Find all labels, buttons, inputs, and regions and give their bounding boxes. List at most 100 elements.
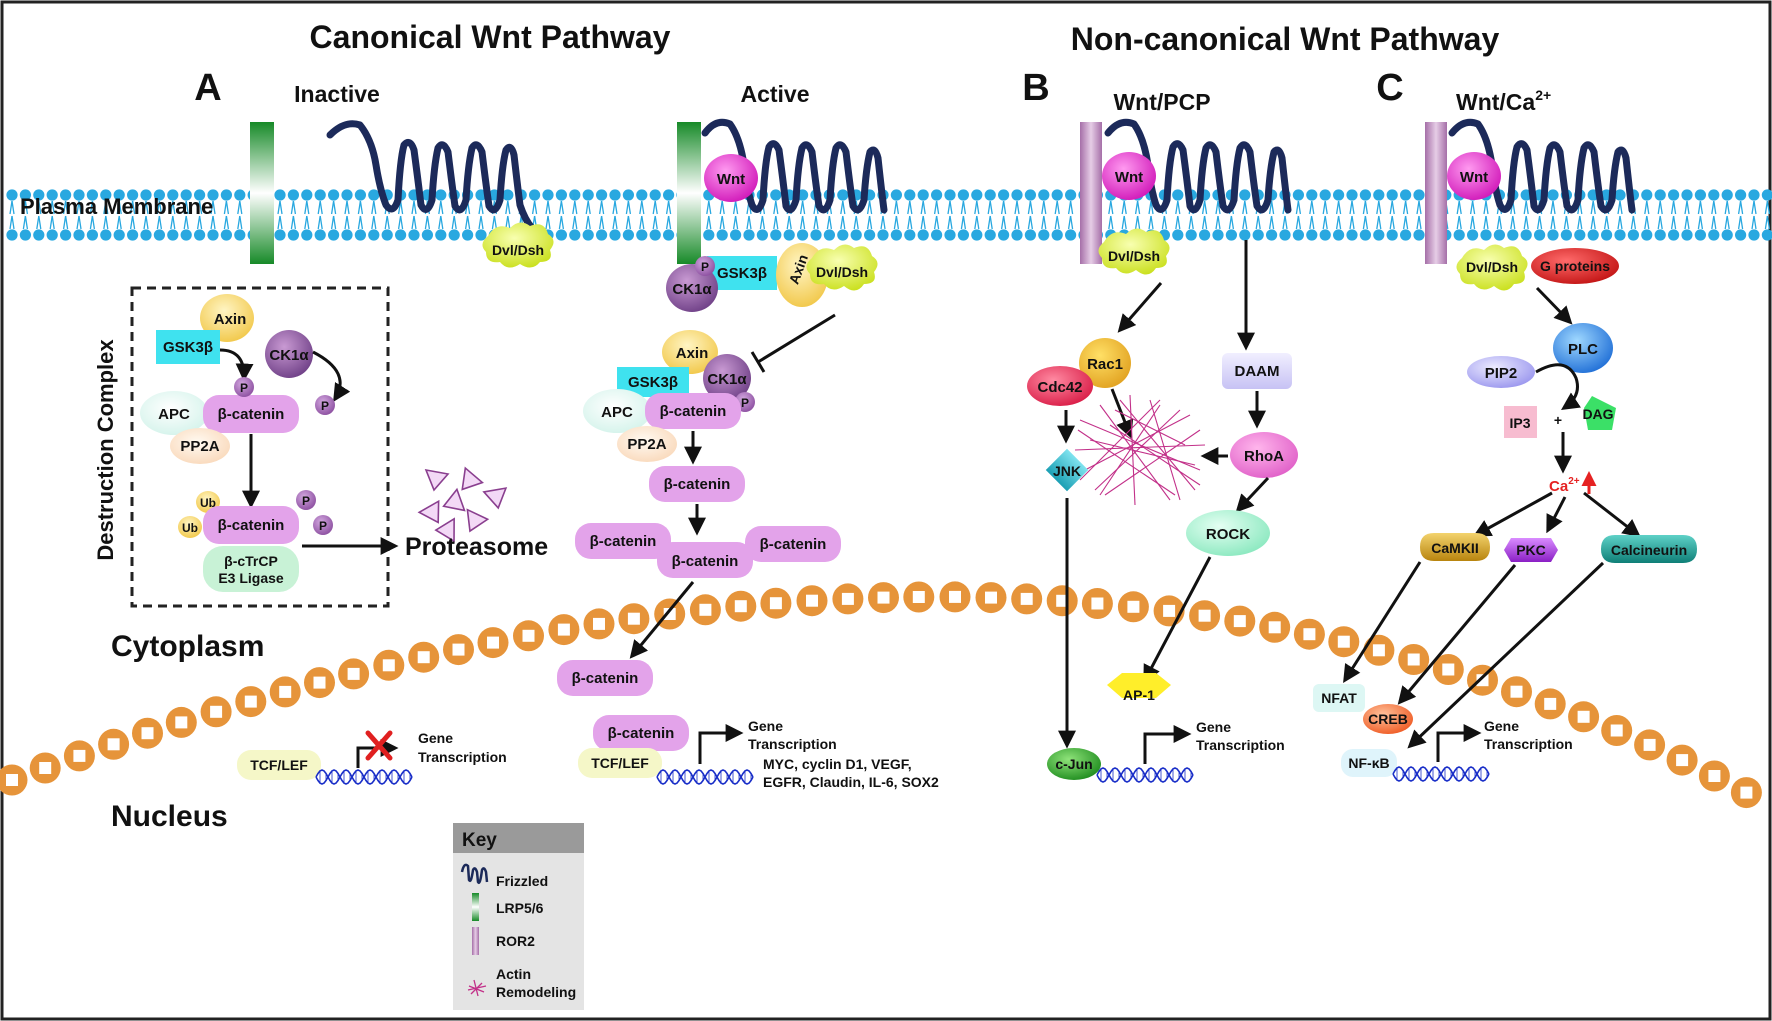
lipid-tail <box>386 215 390 230</box>
lipid-tail <box>799 200 804 215</box>
lipid-tail <box>667 215 672 230</box>
panel-letter-b: B <box>1022 67 1049 109</box>
lipid-tail <box>721 200 725 215</box>
panel-letter-c: C <box>1376 67 1403 109</box>
lipid-tail <box>895 200 900 215</box>
lipid-tail <box>1364 200 1369 215</box>
lipid-head <box>167 189 179 201</box>
lipid-tail <box>574 200 578 215</box>
lipid-head <box>314 189 326 201</box>
lipid-tail <box>734 200 739 215</box>
lipid-head <box>1333 189 1345 201</box>
lipid-head <box>1694 229 1706 241</box>
lipid-tail <box>1686 215 1690 230</box>
lipid-head <box>502 189 514 201</box>
ca-to-calcineurin-arrow <box>1583 491 1641 538</box>
canonical-title: Canonical Wnt Pathway <box>310 19 671 55</box>
nuclear-pore <box>1233 615 1246 628</box>
lipid-tail <box>158 215 163 230</box>
lipid-head <box>1467 229 1479 241</box>
proteasome-label: Proteasome <box>405 533 548 561</box>
lipid-tail <box>719 200 723 215</box>
lipid-head <box>1172 229 1184 241</box>
lipid-tail <box>411 215 415 230</box>
lipid-tail <box>558 200 563 215</box>
lipid-tail <box>801 215 806 230</box>
bcatenin-pool-left <box>575 523 671 559</box>
phospho-4-label: P <box>319 519 327 533</box>
lipid-tail <box>1538 215 1543 230</box>
lipid-head <box>1668 189 1680 201</box>
lipid-tail <box>598 200 603 215</box>
lipid-head <box>73 189 85 201</box>
lipid-tail <box>507 200 511 215</box>
lipid-head <box>1761 229 1772 241</box>
lipid-tail <box>1175 215 1179 230</box>
lipid-head <box>837 229 849 241</box>
lipid-tail <box>22 200 27 215</box>
lipid-head <box>1453 229 1465 241</box>
axin-active-label: Axin <box>676 345 709 362</box>
actin-filaments <box>1074 394 1206 506</box>
lipid-tail <box>1418 200 1422 215</box>
dvl-ca-label: Dvl/Dsh <box>1466 259 1518 275</box>
lipid-head <box>1400 229 1412 241</box>
bcatenin-active-complex <box>645 393 741 429</box>
lipid-tail <box>654 215 658 230</box>
lipid-tail <box>290 215 295 230</box>
lipid-tail <box>1657 215 1661 230</box>
nuclear-pore <box>1442 663 1455 676</box>
lipid-tail <box>654 200 658 215</box>
lipid-head <box>1373 229 1385 241</box>
bcatenin-active-complex-label: β-catenin <box>660 403 727 420</box>
destruction-complex-label: Destruction Complex <box>93 339 118 561</box>
lipid-tail <box>1215 200 1219 215</box>
ck1a-to-p-arrow <box>312 350 351 403</box>
pp2a-inactive-label: PP2A <box>180 438 219 455</box>
lipid-head <box>1225 229 1237 241</box>
lipid-tail <box>665 200 670 215</box>
legend-key: Key Frizzled LRP5/6 ROR2 Actin Remodelin… <box>453 823 584 1010</box>
lipid-tail <box>1389 200 1393 215</box>
nuclear-pore <box>1056 594 1069 607</box>
lipid-tail <box>330 215 335 230</box>
daam-label: DAAM <box>1235 363 1280 380</box>
bcatenin-ubiquitinated <box>203 506 299 544</box>
lipid-tail <box>332 200 337 215</box>
lipid-tail <box>1632 215 1637 230</box>
lipid-tail <box>1000 215 1005 230</box>
lipid-head <box>890 229 903 241</box>
lipid-tail <box>1244 200 1248 215</box>
lipid-tail <box>438 215 442 230</box>
lipid-tail <box>9 200 13 215</box>
lipid-head <box>971 189 983 201</box>
lipid-tail <box>639 200 643 215</box>
lipid-tail <box>641 215 645 230</box>
lipid-head <box>1346 229 1358 241</box>
cytoplasm-label: Cytoplasm <box>111 630 264 663</box>
transcription-start-ca <box>1436 724 1482 762</box>
lipid-tail <box>828 215 833 230</box>
lipid-tail <box>868 215 873 230</box>
lipid-tail <box>1190 215 1194 230</box>
lipid-head <box>194 229 206 241</box>
pkc <box>1504 538 1558 562</box>
lipid-tail <box>1242 215 1246 230</box>
lipid-tail <box>960 215 965 230</box>
lipid-tail <box>1512 215 1516 230</box>
key-lrp-icon <box>472 893 479 921</box>
lipid-tail <box>922 215 926 230</box>
lipid-tail <box>947 215 951 230</box>
lipid-tail <box>198 215 203 230</box>
lipid-head <box>1024 229 1036 241</box>
bcatenin-pool-center <box>657 542 753 578</box>
lipid-tail <box>172 215 176 230</box>
ip3-label: IP3 <box>1509 415 1530 431</box>
nuclear-pore <box>627 612 640 625</box>
nfkb-label: NF-κB <box>1348 755 1389 771</box>
lipid-tail <box>855 215 859 230</box>
dna-strand <box>656 769 754 785</box>
lipid-tail <box>1349 215 1353 230</box>
lipid-tail <box>290 200 295 215</box>
lipid-tail <box>761 215 766 230</box>
